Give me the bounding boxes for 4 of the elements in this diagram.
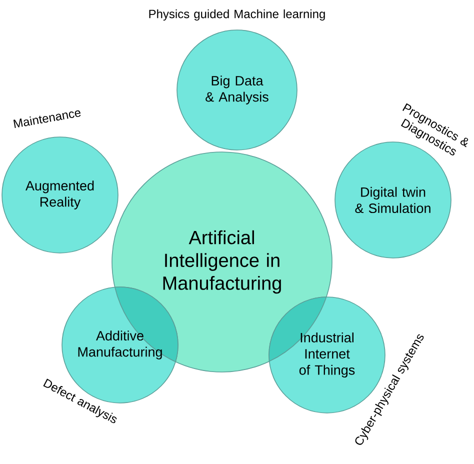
circle-node: Big Data & Analysis (176, 30, 298, 150)
circle-node: Augmented Reality (2, 136, 118, 254)
side-label: Maintenance (13, 110, 81, 128)
side-label: Physics guided Machine learning (149, 9, 325, 21)
